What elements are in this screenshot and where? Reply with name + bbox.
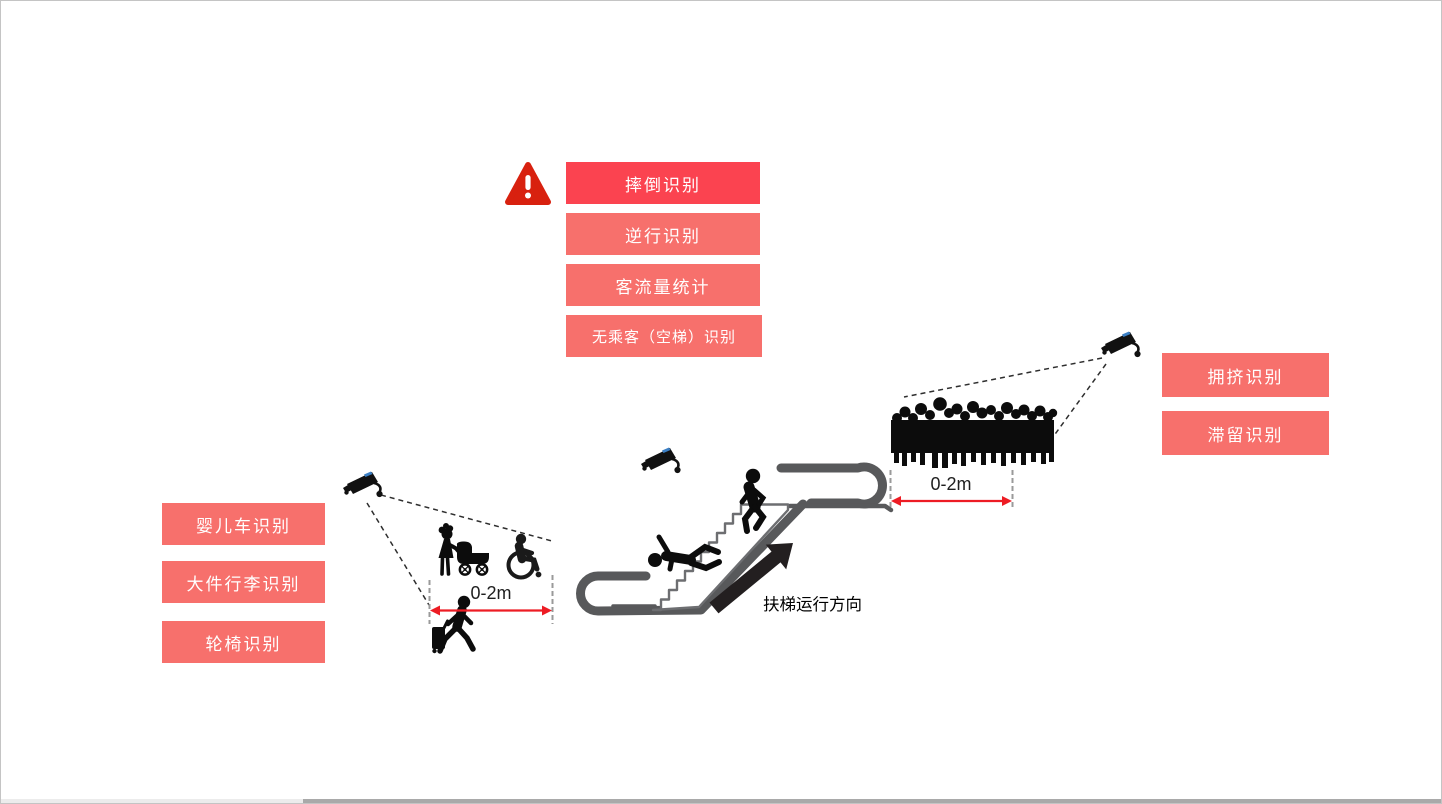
- chip-stroller-label: 婴儿车识别: [196, 516, 291, 536]
- falling-person-figure: [648, 534, 722, 572]
- sightline-left-b: [380, 494, 553, 542]
- chip-passenger-flow-label: 客流量统计: [615, 277, 711, 297]
- sightline-left-a: [366, 502, 430, 606]
- chip-reverse-direction-detection: 逆行识别: [566, 213, 760, 255]
- chip-stroller-detection: 婴儿车识别: [162, 503, 325, 545]
- measure-zone-right: 0-2m: [889, 470, 1014, 510]
- measure-left-arrowhead-right: [542, 605, 552, 616]
- chip-large-luggage-label: 大件行李识别: [186, 574, 301, 594]
- entrance-camera-icon: [341, 470, 384, 499]
- woman-with-stroller-figure: [438, 523, 489, 576]
- escalator-steps: [651, 503, 790, 612]
- measure-right-arrowhead-right: [1002, 496, 1012, 506]
- measure-right-arrowhead-left: [891, 496, 901, 506]
- direction-arrow-icon: [709, 543, 793, 614]
- escalator-upper-rail: [776, 462, 887, 509]
- camera-sightlines: [366, 357, 1107, 606]
- escalator-top-floor: [787, 503, 894, 513]
- measure-left-label: 0-2m: [470, 583, 511, 603]
- escalator-lower-rail: [576, 499, 808, 616]
- measure-left-arrowhead-left: [430, 605, 440, 616]
- measure-right-label: 0-2m: [930, 474, 971, 494]
- warning-triangle-icon: [504, 161, 552, 207]
- standing-passenger-figure: [739, 468, 767, 534]
- chip-passenger-flow-statistics: 客流量统计: [566, 264, 760, 306]
- exit-crowd-camera-icon: [1099, 330, 1142, 359]
- sightline-right-b: [1052, 363, 1107, 438]
- chip-fall-detection-label: 摔倒识别: [625, 175, 701, 195]
- chip-crowding-detection: 拥挤识别: [1162, 353, 1329, 397]
- escalator-direction-label: 扶梯运行方向: [763, 595, 862, 614]
- chip-wheelchair-detection: 轮椅识别: [162, 621, 325, 663]
- chip-large-luggage-detection: 大件行李识别: [162, 561, 325, 603]
- chip-wheelchair-label: 轮椅识别: [205, 634, 282, 654]
- chip-reverse-direction-label: 逆行识别: [625, 226, 701, 246]
- escalator: [576, 462, 894, 616]
- chip-empty-escalator-detection: 无乘客（空梯）识别: [566, 315, 762, 357]
- waiting-crowd-figure: [891, 397, 1058, 468]
- measure-zone-left: 0-2m: [428, 575, 554, 624]
- traveler-with-luggage-figure: [432, 595, 476, 654]
- chip-empty-escalator-label: 无乘客（空梯）识别: [591, 328, 736, 346]
- escalator-camera-icon: [639, 446, 682, 475]
- chip-lingering-label: 滞留识别: [1207, 425, 1284, 445]
- horizontal-scrollbar-thumb[interactable]: [303, 799, 1441, 803]
- sightline-right-a: [903, 357, 1103, 398]
- wheelchair-user-figure: [506, 533, 542, 580]
- chip-fall-detection: 摔倒识别: [566, 162, 760, 204]
- chip-crowding-label: 拥挤识别: [1207, 367, 1284, 387]
- chip-lingering-detection: 滞留识别: [1162, 411, 1329, 455]
